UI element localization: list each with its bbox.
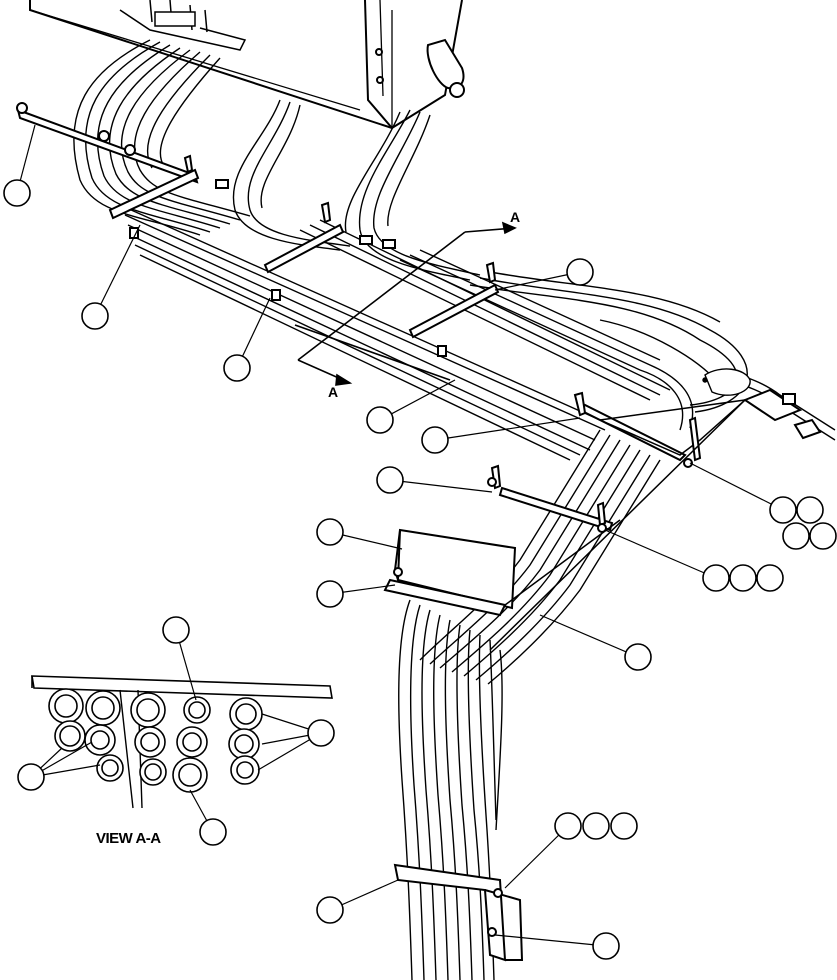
- section-marker-bottom: A: [328, 384, 338, 400]
- callout-c4: [566, 258, 594, 286]
- callout-c1: [3, 179, 31, 207]
- callout-c26: [592, 932, 620, 960]
- callout-c17: [624, 643, 652, 671]
- section-line-a-a: [297, 221, 517, 386]
- callout-c15: [729, 564, 757, 592]
- callout-c19: [17, 763, 45, 791]
- cable-bundles: [73, 39, 836, 980]
- callout-c11: [796, 496, 824, 524]
- callout-c21: [199, 818, 227, 846]
- view-a-a-inset: [30, 629, 333, 833]
- callout-c13: [809, 522, 837, 550]
- callout-c20: [307, 719, 335, 747]
- callout-c24: [610, 812, 638, 840]
- section-marker-top: A: [510, 209, 520, 225]
- callout-c12: [782, 522, 810, 550]
- callout-c8: [316, 518, 344, 546]
- callout-c6: [421, 426, 449, 454]
- view-caption: VIEW A-A: [96, 830, 161, 847]
- callout-c5: [366, 406, 394, 434]
- callout-c22: [554, 812, 582, 840]
- callout-c18: [162, 616, 190, 644]
- callout-c3: [223, 354, 251, 382]
- electrical-cabinet: [29, 0, 465, 130]
- callout-c23: [582, 812, 610, 840]
- callout-c9: [316, 580, 344, 608]
- callout-c2: [81, 302, 109, 330]
- callout-c16: [756, 564, 784, 592]
- callout-c7: [376, 466, 404, 494]
- callout-balloons: [3, 179, 837, 960]
- callout-c10: [769, 496, 797, 524]
- cable-tray-and-clamps: [16, 102, 822, 962]
- callout-c25: [316, 896, 344, 924]
- callout-c14: [702, 564, 730, 592]
